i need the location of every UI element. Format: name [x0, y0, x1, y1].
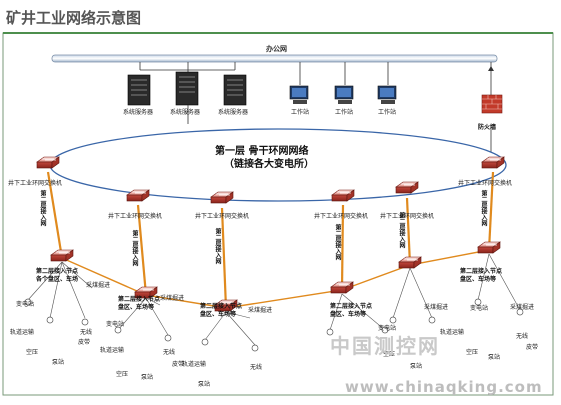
ring-switch-label-2: 井下工业环网交换机 [108, 213, 163, 220]
device-icon-11 [428, 316, 436, 324]
access-vertical-3: 第二层接入网 [214, 228, 221, 264]
device-icon-9 [381, 326, 389, 334]
access-switch-icon-5 [398, 256, 422, 269]
device-coal-3: 采煤掘进 [248, 307, 273, 314]
workstation-2 [334, 85, 354, 104]
device-phone-1: 皮带 [78, 339, 91, 346]
device-icon-1 [24, 298, 32, 306]
device-rail-5: 轨道运输 [440, 329, 465, 336]
access-switch-icon-4 [330, 281, 354, 294]
device-wireless-5: 无线 [516, 333, 529, 340]
access-vertical-4: 第二层接入网 [334, 224, 341, 260]
device-icon-13 [516, 308, 524, 316]
ring-switch-label-6: 井下工业环网交换机 [458, 180, 513, 187]
ring-switch-label-3: 井下工业环网交换机 [195, 213, 250, 220]
server-2 [175, 71, 199, 106]
access-vertical-6: 第二层接入网 [480, 190, 487, 226]
access-node-4-label: 第二层接入节点 盘区、车场等 [330, 303, 373, 318]
workstation-label-1: 工作站 [291, 109, 310, 116]
access-ring [61, 249, 490, 309]
device-rail-2: 轨道运输 [100, 347, 125, 354]
access-vertical-2: 第二层接入网 [131, 230, 138, 266]
workstation-label-2: 工作站 [335, 109, 354, 116]
device-coal-5: 采煤掘进 [510, 304, 535, 311]
device-rail-1: 轨道运输 [10, 329, 35, 336]
device-icon-6 [201, 338, 209, 346]
ring-switch-icon-3 [210, 191, 234, 204]
ring-switch-icon-2 [126, 189, 150, 202]
device-icon-5 [164, 334, 172, 342]
device-coal-2: 采煤掘进 [160, 295, 185, 302]
device-icon-7 [251, 344, 259, 352]
device-substation-4: 变电站 [378, 325, 397, 332]
ring-switch-icon-5 [395, 181, 419, 194]
device-pump-3: 泵站 [198, 381, 211, 388]
watermark-url: www.chinaqking.com [345, 378, 543, 396]
ring-switch-icon-6 [481, 156, 505, 169]
device-icon-3 [81, 318, 89, 326]
ring-switch-icon-4 [331, 189, 355, 202]
access-switch-icon-1 [50, 249, 74, 262]
device-pump-5: 泵站 [488, 354, 501, 361]
device-wireless-1: 无线 [80, 329, 93, 336]
firewall-label: 防火墙 [478, 124, 497, 131]
backbone-title: 第一层 骨干环网网络 [215, 146, 309, 157]
device-substation-1: 变电站 [16, 301, 35, 308]
ring-switch-label-4: 井下工业环网交换机 [314, 213, 369, 220]
device-pump-1: 泵站 [52, 359, 65, 366]
office-bus [51, 54, 498, 63]
device-icon-12 [474, 298, 482, 306]
workstation-label-3: 工作站 [378, 109, 397, 116]
access-node-2-label: 第二层接入节点 盘区、车场等 [118, 296, 161, 311]
server-label-1: 系统服务器 [123, 109, 154, 116]
device-icon-8 [326, 328, 334, 336]
device-air-2: 空压 [116, 371, 129, 378]
device-icon-4 [114, 326, 122, 334]
access-node-3-label: 第二层接入节点 盘区、车场等 [200, 303, 243, 318]
page-title: 矿井工业网络示意图 [6, 9, 142, 27]
device-pump-2: 泵站 [141, 374, 154, 381]
device-air-4: 空压 [383, 351, 396, 358]
ring-switch-label-1: 井下工业环网交换机 [8, 180, 63, 187]
server-1 [127, 74, 151, 106]
device-phone-5: 皮带 [526, 344, 539, 351]
device-air-1: 空压 [26, 349, 39, 356]
ring-switch-icon-1 [36, 156, 60, 169]
device-coal-1: 采煤掘进 [86, 282, 111, 289]
access-vertical-5: 第二层接入网 [398, 212, 405, 248]
workstation-1 [289, 85, 309, 104]
ring-switch-label-5: 井下工业环网交换机 [380, 213, 435, 220]
access-switch-icon-3 [214, 299, 238, 312]
server-3 [223, 74, 247, 106]
backbone-subtitle: （链接各大变电所） [224, 159, 314, 170]
device-substation-2: 变电站 [106, 321, 125, 328]
access-node-1-label: 第二层接入节点 各个盘区、车场 [36, 268, 79, 283]
device-pump-4: 泵站 [410, 363, 423, 370]
device-air-5: 空压 [466, 349, 479, 356]
device-wireless-3: 无线 [250, 364, 263, 371]
access-switch-icon-2 [134, 286, 158, 299]
watermark-cn: 中国测控网 [330, 334, 440, 358]
device-coal-4: 采煤掘进 [424, 304, 449, 311]
device-belt-3: 皮带 [172, 361, 185, 368]
workstation-3 [377, 85, 397, 104]
device-rail-3: 轨道运输 [182, 361, 207, 368]
device-wireless-2: 无线 [163, 349, 176, 356]
access-vertical-1: 第二层接入网 [39, 190, 46, 226]
office-bus-label: 办公网 [266, 45, 287, 53]
device-icon-2 [46, 316, 54, 324]
server-label-3: 系统服务器 [218, 109, 249, 116]
device-icon-10 [389, 316, 397, 324]
access-node-5-label: 第二层接入节点 盘区、车场等 [460, 268, 503, 283]
access-switch-icon-6 [477, 241, 501, 254]
device-substation-5: 变电站 [470, 305, 489, 312]
server-label-2: 系统服务器 [170, 109, 201, 116]
firewall-icon [481, 94, 503, 114]
